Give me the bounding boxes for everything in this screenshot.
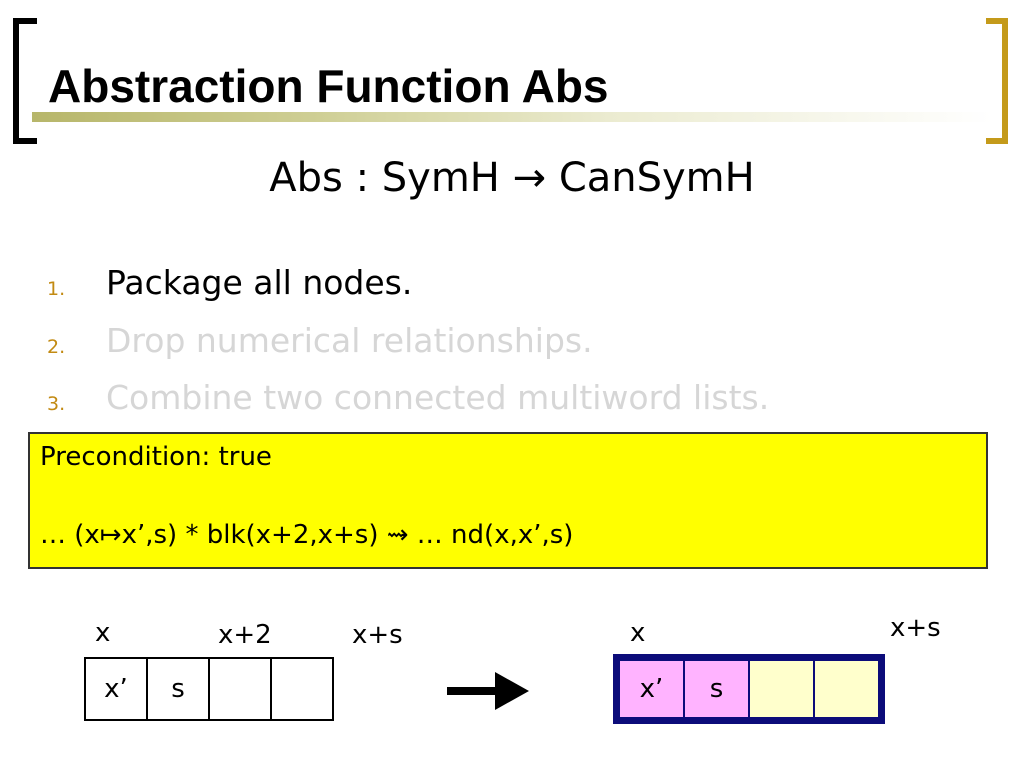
address-label-x-plus-2: x+2 xyxy=(218,620,272,650)
rewrite-rule-line: … (x↦x’,s) * blk(x+2,x+s) ⇝ … nd(x,x’,s) xyxy=(40,520,574,550)
list-number: 2. xyxy=(47,336,66,358)
cell-s: s xyxy=(684,660,749,718)
memory-cells-before: x’ s xyxy=(84,657,334,721)
right-bracket-decoration xyxy=(986,18,1008,144)
left-bracket-decoration xyxy=(13,18,37,144)
cell-x-prime: x’ xyxy=(84,657,148,721)
address-label-x-plus-s: x+s xyxy=(352,620,403,650)
cell-s: s xyxy=(146,657,210,721)
right-arrow-icon xyxy=(447,672,529,710)
list-number: 3. xyxy=(47,393,66,415)
title-underline xyxy=(32,112,992,122)
address-label-x-plus-s: x+s xyxy=(890,613,941,643)
packaged-node-after: x’ s xyxy=(613,654,885,724)
address-label-x: x xyxy=(95,618,111,648)
abstraction-formula: Abs : SymH → CanSymH xyxy=(269,155,755,201)
list-text: Package all nodes. xyxy=(106,263,413,302)
list-number: 1. xyxy=(47,278,66,300)
precondition-box: Precondition: true … (x↦x’,s) * blk(x+2,… xyxy=(28,432,988,569)
cell-empty xyxy=(749,660,814,718)
address-label-x: x xyxy=(630,618,646,648)
list-text: Combine two connected multiword lists. xyxy=(106,378,770,417)
cell-empty xyxy=(814,660,879,718)
cell-empty xyxy=(270,657,334,721)
precondition-line: Precondition: true xyxy=(40,442,272,472)
list-text: Drop numerical relationships. xyxy=(106,321,593,360)
cell-empty xyxy=(208,657,272,721)
slide-title: Abstraction Function Abs xyxy=(48,60,609,112)
cell-x-prime: x’ xyxy=(619,660,684,718)
